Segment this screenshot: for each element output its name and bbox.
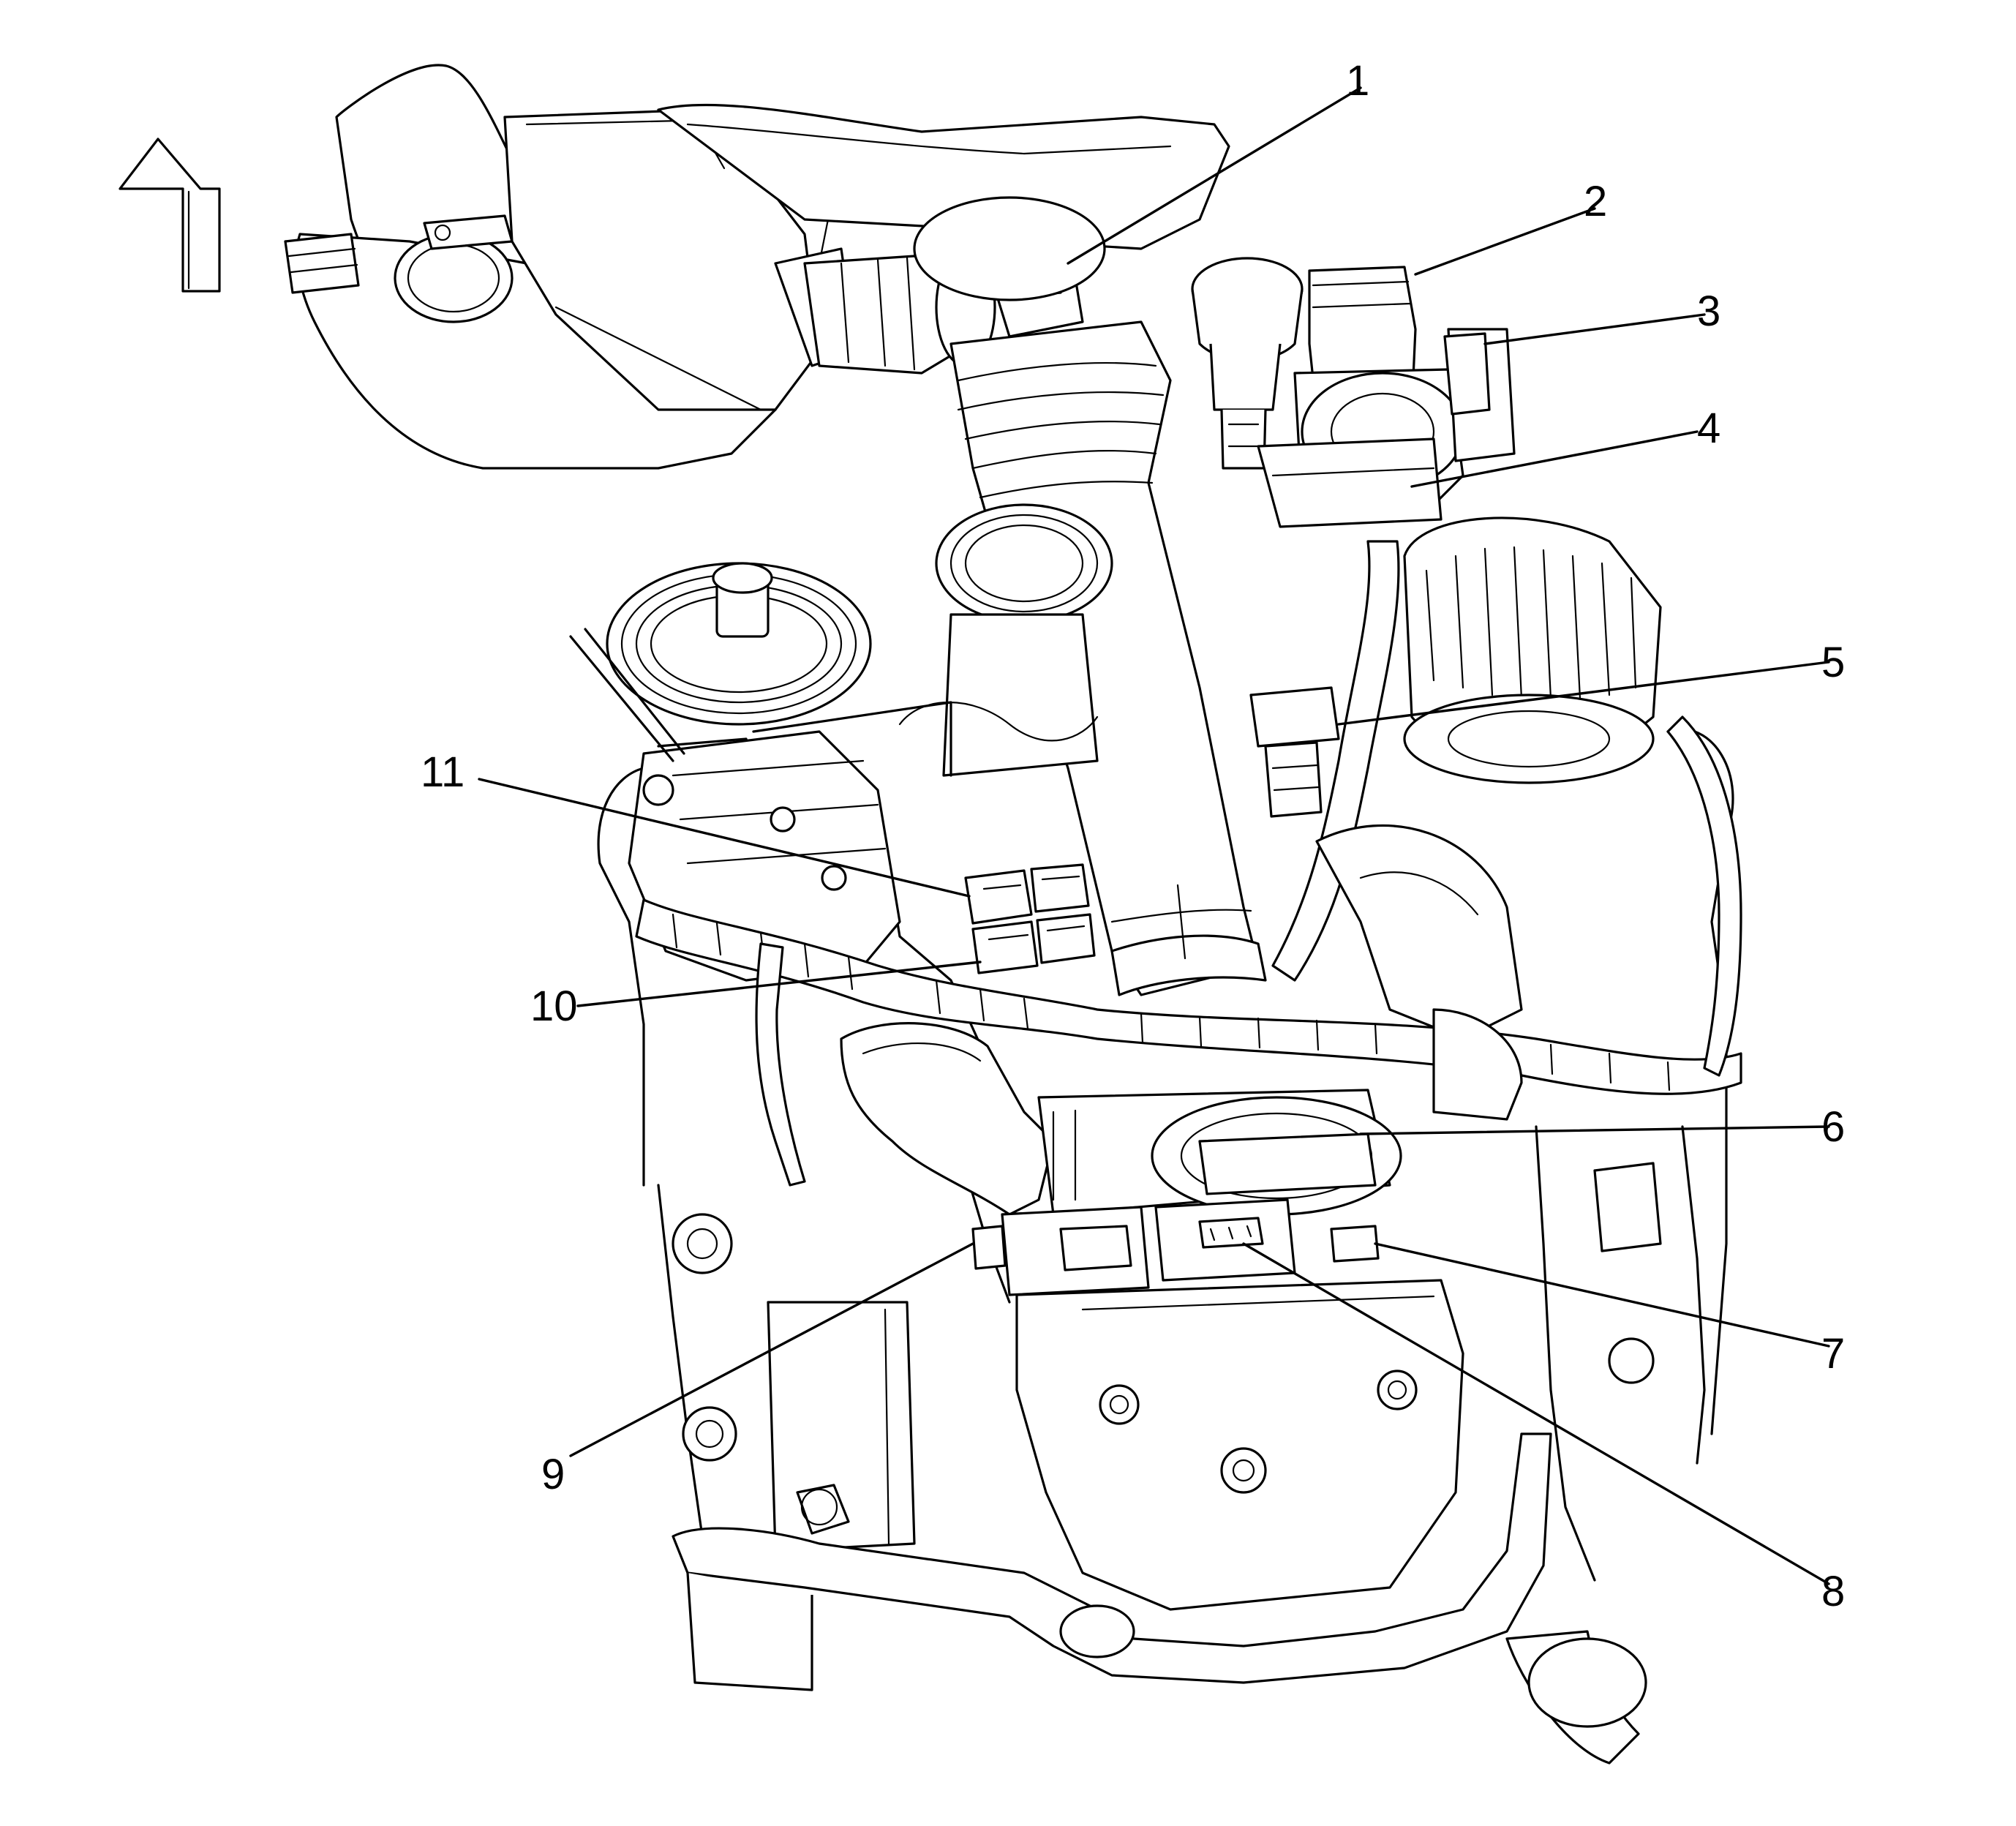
leader-6 (1359, 1125, 1830, 1135)
leader-3 (1483, 313, 1706, 345)
callout-2: 2 (1584, 178, 1607, 225)
turbocharger-pipe (1315, 824, 1523, 1121)
callout-7: 7 (1821, 1330, 1845, 1378)
leader-7 (1374, 1242, 1830, 1348)
charge-air-pipe (840, 1022, 1402, 1216)
leader-10 (576, 961, 982, 1007)
callout-1: 1 (1346, 57, 1369, 105)
left-lower-module (657, 1184, 916, 1552)
up-arrow-icon (119, 138, 221, 293)
throttle-body (1257, 266, 1516, 528)
pulley-center (898, 503, 1113, 777)
bottom-coolant-pipe (672, 1432, 1647, 1765)
leader-9 (569, 1242, 974, 1457)
callout-8: 8 (1821, 1568, 1845, 1615)
callout-labels: 1 2 3 4 5 6 7 8 9 10 11 (421, 57, 1845, 1615)
oil-fill-cap (1191, 257, 1304, 470)
callout-11: 11 (421, 748, 464, 796)
intake-bellows-tube (949, 320, 1267, 996)
leader-lines (478, 86, 1830, 1585)
right-lower-side (1535, 1125, 1706, 1582)
air-intake-duct (284, 64, 777, 470)
leader-2 (1414, 207, 1596, 276)
sensor-connector-5 (1249, 686, 1340, 818)
leader-8 (1242, 1242, 1830, 1585)
pulley-left (606, 562, 872, 726)
leader-1 (1067, 86, 1362, 265)
upper-intake-housing (657, 103, 1230, 301)
leader-5 (1337, 661, 1830, 726)
callout-10: 10 (530, 982, 578, 1030)
callout-3: 3 (1697, 288, 1720, 335)
generator (1403, 516, 1662, 784)
lower-intake-assembly (971, 1198, 1380, 1296)
front-cover (1015, 1279, 1464, 1611)
connector-cluster-left (964, 863, 1096, 974)
callout-6: 6 (1821, 1103, 1845, 1151)
leader-4 (1410, 430, 1699, 488)
callout-5: 5 (1821, 639, 1845, 686)
callout-9: 9 (541, 1451, 565, 1498)
leader-11 (478, 778, 971, 898)
callout-4: 4 (1697, 405, 1720, 452)
